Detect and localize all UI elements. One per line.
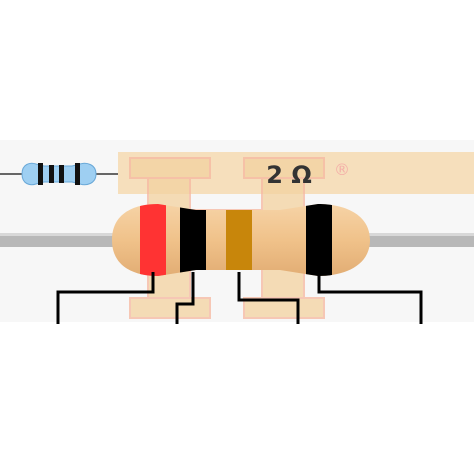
resistance-value-label: 2 Ω bbox=[266, 161, 311, 189]
right-lead-highlight bbox=[354, 233, 474, 236]
registered-mark: ® bbox=[334, 160, 350, 179]
left-lead bbox=[0, 233, 124, 247]
leader-lines bbox=[56, 272, 423, 324]
band-multiplier bbox=[226, 204, 252, 276]
right-lead bbox=[354, 233, 474, 247]
band-tolerance bbox=[306, 204, 332, 276]
leader-line-band-1 bbox=[56, 272, 155, 324]
thumbnail-band-3 bbox=[59, 165, 64, 183]
band-second-digit bbox=[180, 204, 206, 276]
leader-line-band-3 bbox=[237, 272, 300, 324]
thumbnail-band-4 bbox=[75, 163, 80, 185]
watermark-text: HH bbox=[0, 0, 2, 1]
color-bands bbox=[140, 204, 332, 276]
left-lead-highlight bbox=[0, 233, 124, 236]
leader-line-band-2 bbox=[175, 272, 195, 324]
leader-line-band-4 bbox=[317, 272, 423, 324]
thumbnail-resistor bbox=[0, 162, 118, 186]
band-first-digit bbox=[140, 204, 166, 276]
thumbnail-band-1 bbox=[38, 163, 43, 185]
thumbnail-band-2 bbox=[49, 165, 54, 183]
